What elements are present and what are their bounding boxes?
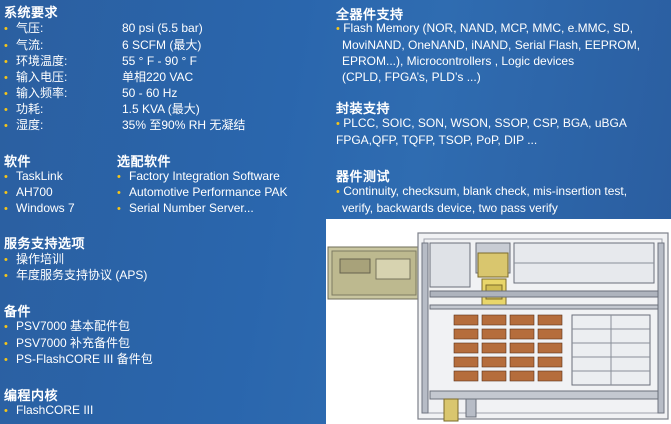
bullet-icon: • (4, 321, 8, 333)
device-testing-heading: 器件测试 (336, 170, 391, 185)
list-item: •年度服务支持协议 (APS) (4, 268, 148, 282)
optional-software-section: 选配软件 •Factory Integration Software •Auto… (117, 148, 322, 218)
device-testing-text: • Continuity, checksum, blank check, mis… (336, 184, 628, 215)
software-heading: 软件 (4, 155, 32, 170)
spares-section: 备件 •PSV7000 基本配件包 •PSV7000 补充备件包 •PS-Fla… (4, 298, 314, 370)
bullet-icon: • (4, 270, 8, 282)
device-support-heading: 全器件支持 (336, 8, 404, 23)
programming-core-section: 编程内核 •FlashCORE III (4, 382, 314, 422)
spec-row: •湿度:35% 至90% RH 无凝结 (4, 118, 246, 132)
list-item: •Automotive Performance PAK (117, 185, 288, 199)
list-item: •AH700 (4, 185, 53, 199)
spec-row: •气压:80 psi (5.5 bar) (4, 21, 203, 35)
bullet-icon: • (117, 203, 121, 215)
bullet-icon: • (4, 23, 8, 35)
bullet-icon: • (4, 203, 8, 215)
bullet-icon: • (4, 405, 8, 417)
bullet-icon: • (4, 338, 8, 350)
list-item: •PSV7000 补充备件包 (4, 336, 131, 350)
list-item: •操作培训 (4, 252, 65, 266)
list-item: •TaskLink (4, 169, 63, 183)
bullet-icon: • (4, 187, 8, 199)
list-item: •Serial Number Server... (117, 201, 254, 215)
bullet-icon: • (4, 120, 8, 132)
package-support-section: 封装支持 • PLCC, SOIC, SON, WSON, SSOP, CSP,… (336, 96, 666, 148)
spec-row: •环境温度:55 ° F - 90 ° F (4, 54, 197, 68)
programming-core-heading: 编程内核 (4, 389, 59, 404)
device-support-text: • Flash Memory (NOR, NAND, MCP, MMC, e.M… (336, 21, 641, 84)
list-item: •PS-FlashCORE III 备件包 (4, 352, 153, 366)
bullet-icon: • (336, 186, 340, 198)
machine-layout-image (326, 219, 671, 424)
tray-grid (453, 314, 563, 382)
bullet-icon: • (4, 254, 8, 266)
spec-row: •输入电压:单相220 VAC (4, 70, 194, 84)
spec-row: •功耗:1.5 KVA (最大) (4, 102, 200, 116)
spec-row: •输入频率:50 - 60 Hz (4, 86, 178, 100)
list-item: •PSV7000 基本配件包 (4, 319, 131, 333)
list-item: •Windows 7 (4, 201, 75, 215)
bullet-icon: • (4, 72, 8, 84)
service-heading: 服务支持选项 (4, 237, 86, 252)
system-requirements: 系统要求 •气压:80 psi (5.5 bar) •气流:6 SCFM (最大… (4, 0, 314, 140)
software-section: 软件 •TaskLink •AH700 •Windows 7 (4, 148, 116, 218)
list-item: •Factory Integration Software (117, 169, 280, 183)
package-support-heading: 封装支持 (336, 102, 391, 117)
device-testing-section: 器件测试 • Continuity, checksum, blank check… (336, 164, 666, 216)
machine-drawing (327, 232, 669, 422)
list-item: •FlashCORE III (4, 403, 94, 417)
bullet-icon: • (117, 171, 121, 183)
bullet-icon: • (4, 354, 8, 366)
package-support-text: • PLCC, SOIC, SON, WSON, SSOP, CSP, BGA,… (336, 116, 627, 147)
bullet-icon: • (336, 23, 340, 35)
bullet-icon: • (117, 187, 121, 199)
optional-software-heading: 选配软件 (117, 155, 172, 170)
bullet-icon: • (4, 40, 8, 52)
spec-row: •气流:6 SCFM (最大) (4, 38, 202, 52)
bullet-icon: • (4, 171, 8, 183)
spares-heading: 备件 (4, 305, 32, 320)
bullet-icon: • (4, 56, 8, 68)
system-requirements-heading: 系统要求 (4, 6, 59, 21)
bullet-icon: • (4, 88, 8, 100)
service-section: 服务支持选项 •操作培训 •年度服务支持协议 (APS) (4, 230, 314, 285)
device-support-section: 全器件支持 • Flash Memory (NOR, NAND, MCP, MM… (336, 0, 666, 86)
bullet-icon: • (4, 104, 8, 116)
bullet-icon: • (336, 118, 340, 130)
